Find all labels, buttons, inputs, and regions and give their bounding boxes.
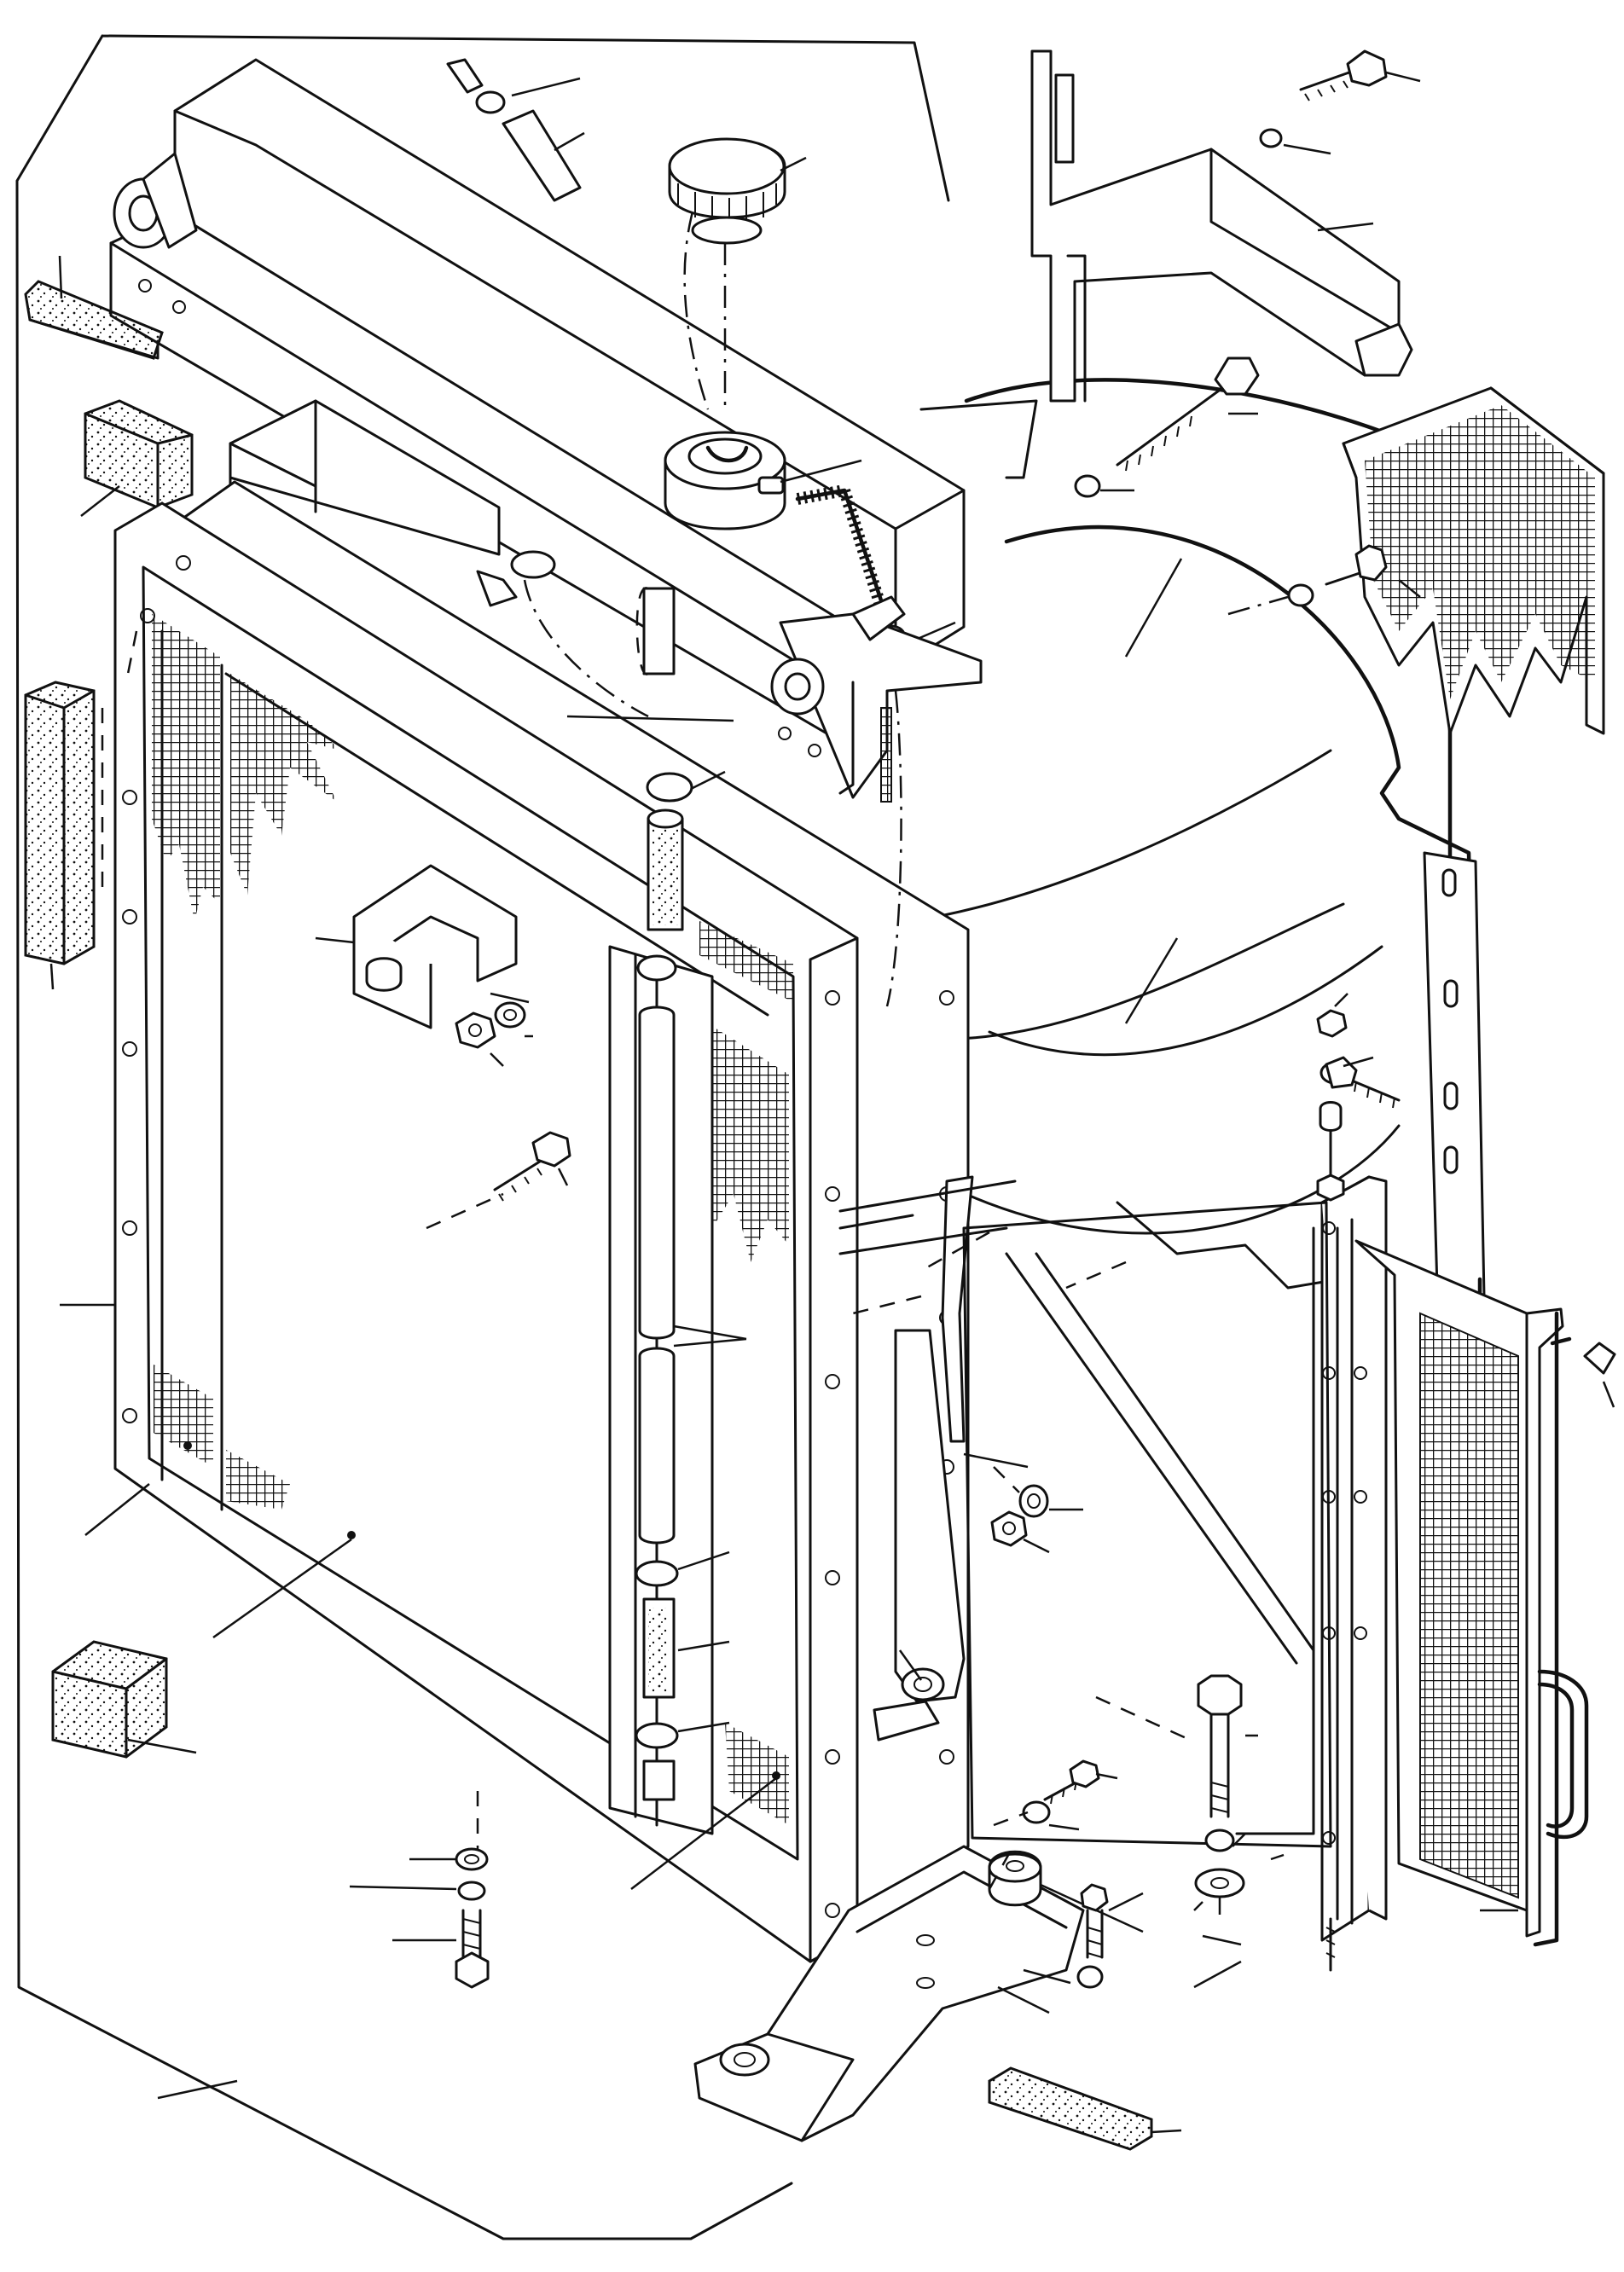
hardware-left	[426, 992, 571, 1230]
fan-guard-upper	[1342, 386, 1605, 735]
hardware-lower-left	[349, 1791, 490, 1989]
upper-hose	[646, 770, 726, 931]
foam-pads	[24, 255, 1182, 2151]
side-frame	[962, 993, 1401, 1972]
hardware-upper-right	[1074, 49, 1421, 616]
bottom-bracket	[693, 1845, 1144, 2142]
assembly-boundary	[15, 34, 950, 2240]
frame-bracket	[315, 864, 518, 1029]
hardware-center	[990, 1466, 1083, 1554]
side-bracket	[770, 595, 983, 803]
support-bracket	[1030, 49, 1413, 403]
upper-hose-inlet	[113, 58, 585, 249]
top-clamp	[476, 550, 649, 718]
leader-lines	[60, 558, 1242, 2100]
filler-neck	[664, 431, 862, 530]
core-tube	[608, 945, 747, 1835]
side-screen	[1354, 1239, 1616, 1947]
radiator-cap	[668, 137, 807, 409]
hardware-lower-right	[993, 1674, 1285, 1989]
